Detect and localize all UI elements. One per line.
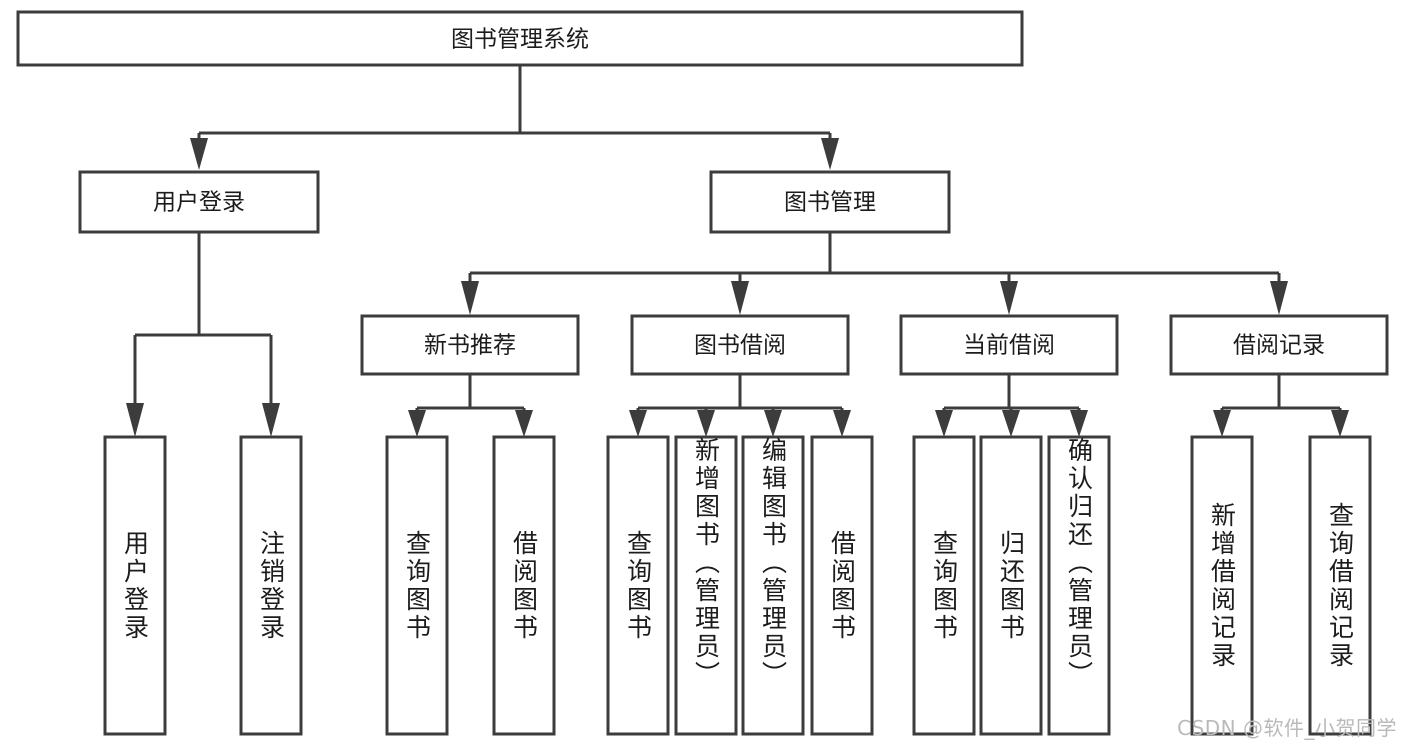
- node-current-borrow-label: 当前借阅: [963, 333, 1055, 359]
- arrow-to-new-book-recommend: [461, 281, 479, 315]
- connector-group-borrow-record: [1213, 374, 1349, 437]
- connector-group-book-borrow: [629, 374, 851, 437]
- leaf-boxes: [103, 435, 1372, 736]
- node-root-label: 图书管理系统: [451, 27, 589, 53]
- node-user-login-label: 用户登录: [153, 190, 245, 216]
- watermark-text: CSDN @软件_小贺同学: [1177, 716, 1397, 740]
- arrow-to-leaf-query-book-1: [408, 410, 426, 437]
- connector-group-book-management: [461, 232, 1288, 315]
- arrow-to-leaf-confirm-return: [1070, 410, 1088, 437]
- arrow-to-leaf-borrow-book-1: [515, 410, 533, 437]
- node-new-book-recommend-label: 新书推荐: [424, 333, 516, 359]
- arrow-to-leaf-edit-book: [764, 410, 782, 437]
- node-book-management-label: 图书管理: [784, 190, 876, 216]
- node-root-box[interactable]: [16, 10, 1024, 67]
- arrow-to-book-borrow: [731, 281, 749, 315]
- arrow-to-borrow-record: [1270, 281, 1288, 315]
- leaf-box-confirm-return[interactable]: [1047, 435, 1111, 736]
- leaf-box-return-book[interactable]: [979, 435, 1043, 736]
- arrow-to-leaf-borrow-book-2: [833, 410, 851, 437]
- node-book-borrow-box[interactable]: [630, 314, 850, 376]
- leaf-box-edit-book[interactable]: [741, 435, 805, 736]
- leaf-box-borrow-book-2[interactable]: [810, 435, 874, 736]
- node-current-borrow-box[interactable]: [899, 314, 1119, 376]
- connector-group-current-borrow: [935, 374, 1088, 437]
- node-current-borrow[interactable]: 当前借阅: [899, 314, 1119, 376]
- arrow-to-leaf-query-book-2: [629, 410, 647, 437]
- arrow-to-leaf-user-login: [126, 403, 144, 437]
- node-new-book-recommend-box[interactable]: [360, 314, 580, 376]
- connector-group-root: [190, 65, 839, 170]
- leaf-box-add-record[interactable]: [1190, 435, 1254, 736]
- connector-group-new-book-recommend: [408, 374, 533, 437]
- connector-group-user-login: [126, 232, 280, 437]
- node-book-management-box[interactable]: [709, 170, 951, 234]
- node-new-book-recommend[interactable]: 新书推荐: [360, 314, 580, 376]
- node-borrow-record-label: 借阅记录: [1233, 333, 1325, 359]
- arrow-to-user-login: [190, 138, 208, 170]
- leaf-box-query-book-3[interactable]: [912, 435, 976, 736]
- node-borrow-record-box[interactable]: [1169, 314, 1389, 376]
- arrow-to-leaf-add-record: [1213, 410, 1231, 437]
- leaf-box-query-book-2[interactable]: [606, 435, 670, 736]
- arrow-to-leaf-query-record: [1331, 410, 1349, 437]
- arrow-to-book-management: [821, 138, 839, 170]
- node-book-borrow[interactable]: 图书借阅: [630, 314, 850, 376]
- arrow-to-current-borrow: [1000, 281, 1018, 315]
- arrow-to-leaf-add-book: [697, 410, 715, 437]
- node-user-login-box[interactable]: [78, 170, 320, 234]
- leaf-box-add-book[interactable]: [674, 435, 738, 736]
- node-book-borrow-label: 图书借阅: [694, 333, 786, 359]
- leaf-box-query-book-1[interactable]: [385, 435, 449, 736]
- arrow-to-leaf-return-book: [1002, 410, 1020, 437]
- leaf-box-borrow-book-1[interactable]: [492, 435, 556, 736]
- node-book-management[interactable]: 图书管理: [709, 170, 951, 234]
- arrow-to-leaf-query-book-3: [935, 410, 953, 437]
- node-root[interactable]: 图书管理系统: [16, 10, 1024, 67]
- node-user-login[interactable]: 用户登录: [78, 170, 320, 234]
- node-borrow-record[interactable]: 借阅记录: [1169, 314, 1389, 376]
- leaf-box-user-login[interactable]: [103, 435, 167, 736]
- arrow-to-leaf-logout: [262, 403, 280, 437]
- leaf-box-logout[interactable]: [239, 435, 303, 736]
- leaf-box-query-record[interactable]: [1308, 435, 1372, 736]
